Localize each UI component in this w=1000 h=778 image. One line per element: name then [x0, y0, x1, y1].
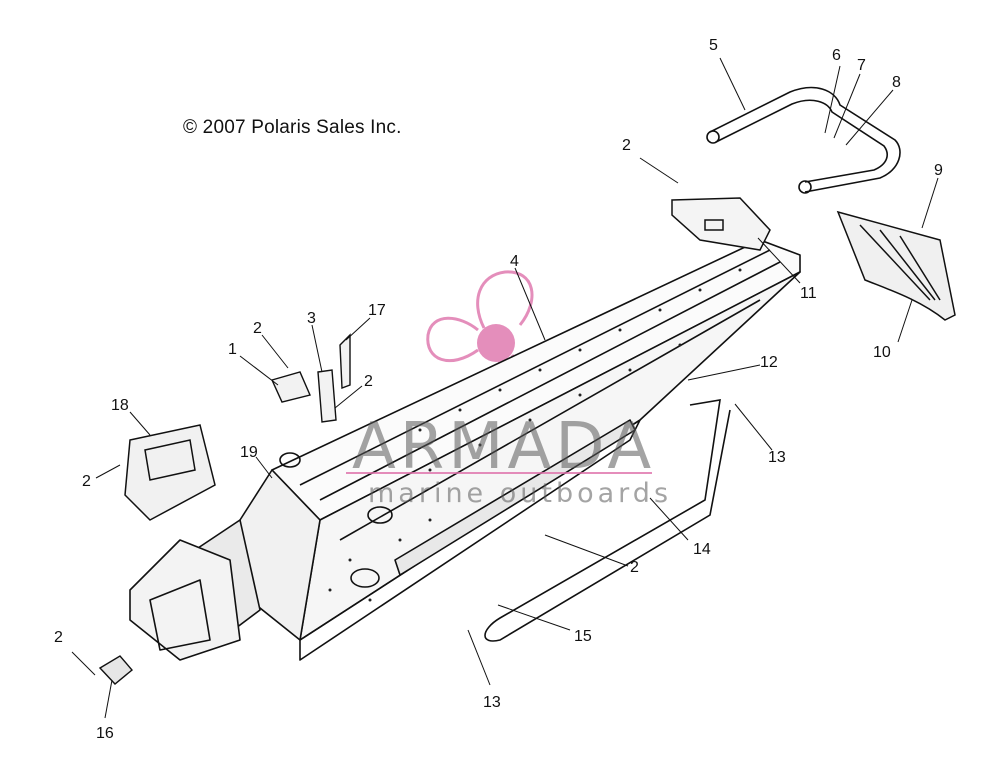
callout-13: 13 — [483, 694, 501, 711]
callout-9: 9 — [934, 162, 943, 179]
callout-19: 19 — [240, 444, 258, 461]
callout-labels: 1 2 2 2 2 2 2 3 4 5 6 7 8 9 10 11 12 13 … — [54, 37, 943, 742]
leader-lines — [71, 57, 939, 719]
callout-15: 15 — [574, 628, 592, 645]
callout-8: 8 — [892, 74, 901, 91]
running-board-bar — [484, 399, 731, 642]
mount-bracket-1 — [271, 371, 311, 403]
bumper-bracket — [671, 197, 771, 251]
callout-2: 2 — [253, 320, 262, 337]
callout-12: 12 — [760, 354, 778, 371]
callout-10: 10 — [873, 344, 891, 361]
watermark-divider — [346, 472, 652, 474]
callout-18: 18 — [111, 397, 129, 414]
rear-grab-bar — [706, 86, 901, 194]
callout-7: 7 — [857, 57, 866, 74]
callout-2: 2 — [630, 559, 639, 576]
callout-2: 2 — [622, 137, 631, 154]
callout-11: 11 — [800, 285, 817, 302]
front-bracket-18 — [124, 424, 216, 521]
snow-flap — [836, 210, 956, 321]
watermark-subtitle: marine outboards — [368, 478, 673, 509]
callout-2: 2 — [82, 473, 91, 490]
callout-6: 6 — [832, 47, 841, 64]
callout-4: 4 — [510, 253, 519, 270]
mount-bracket-3 — [317, 333, 351, 423]
chassis-tunnel — [129, 239, 801, 661]
callout-2: 2 — [364, 373, 373, 390]
watermark-title: ARMADA — [352, 410, 656, 484]
tail-piece-16 — [98, 655, 133, 685]
callout-16: 16 — [96, 725, 114, 742]
tunnel-rivets — [328, 268, 742, 602]
callout-14: 14 — [693, 541, 711, 558]
callout-1: 1 — [228, 341, 237, 358]
callout-2: 2 — [54, 629, 63, 646]
copyright-notice: © 2007 Polaris Sales Inc. — [183, 117, 402, 138]
callout-13: 13 — [768, 449, 786, 466]
callout-5: 5 — [709, 37, 718, 54]
callout-3: 3 — [307, 310, 316, 327]
callout-17: 17 — [368, 302, 386, 319]
